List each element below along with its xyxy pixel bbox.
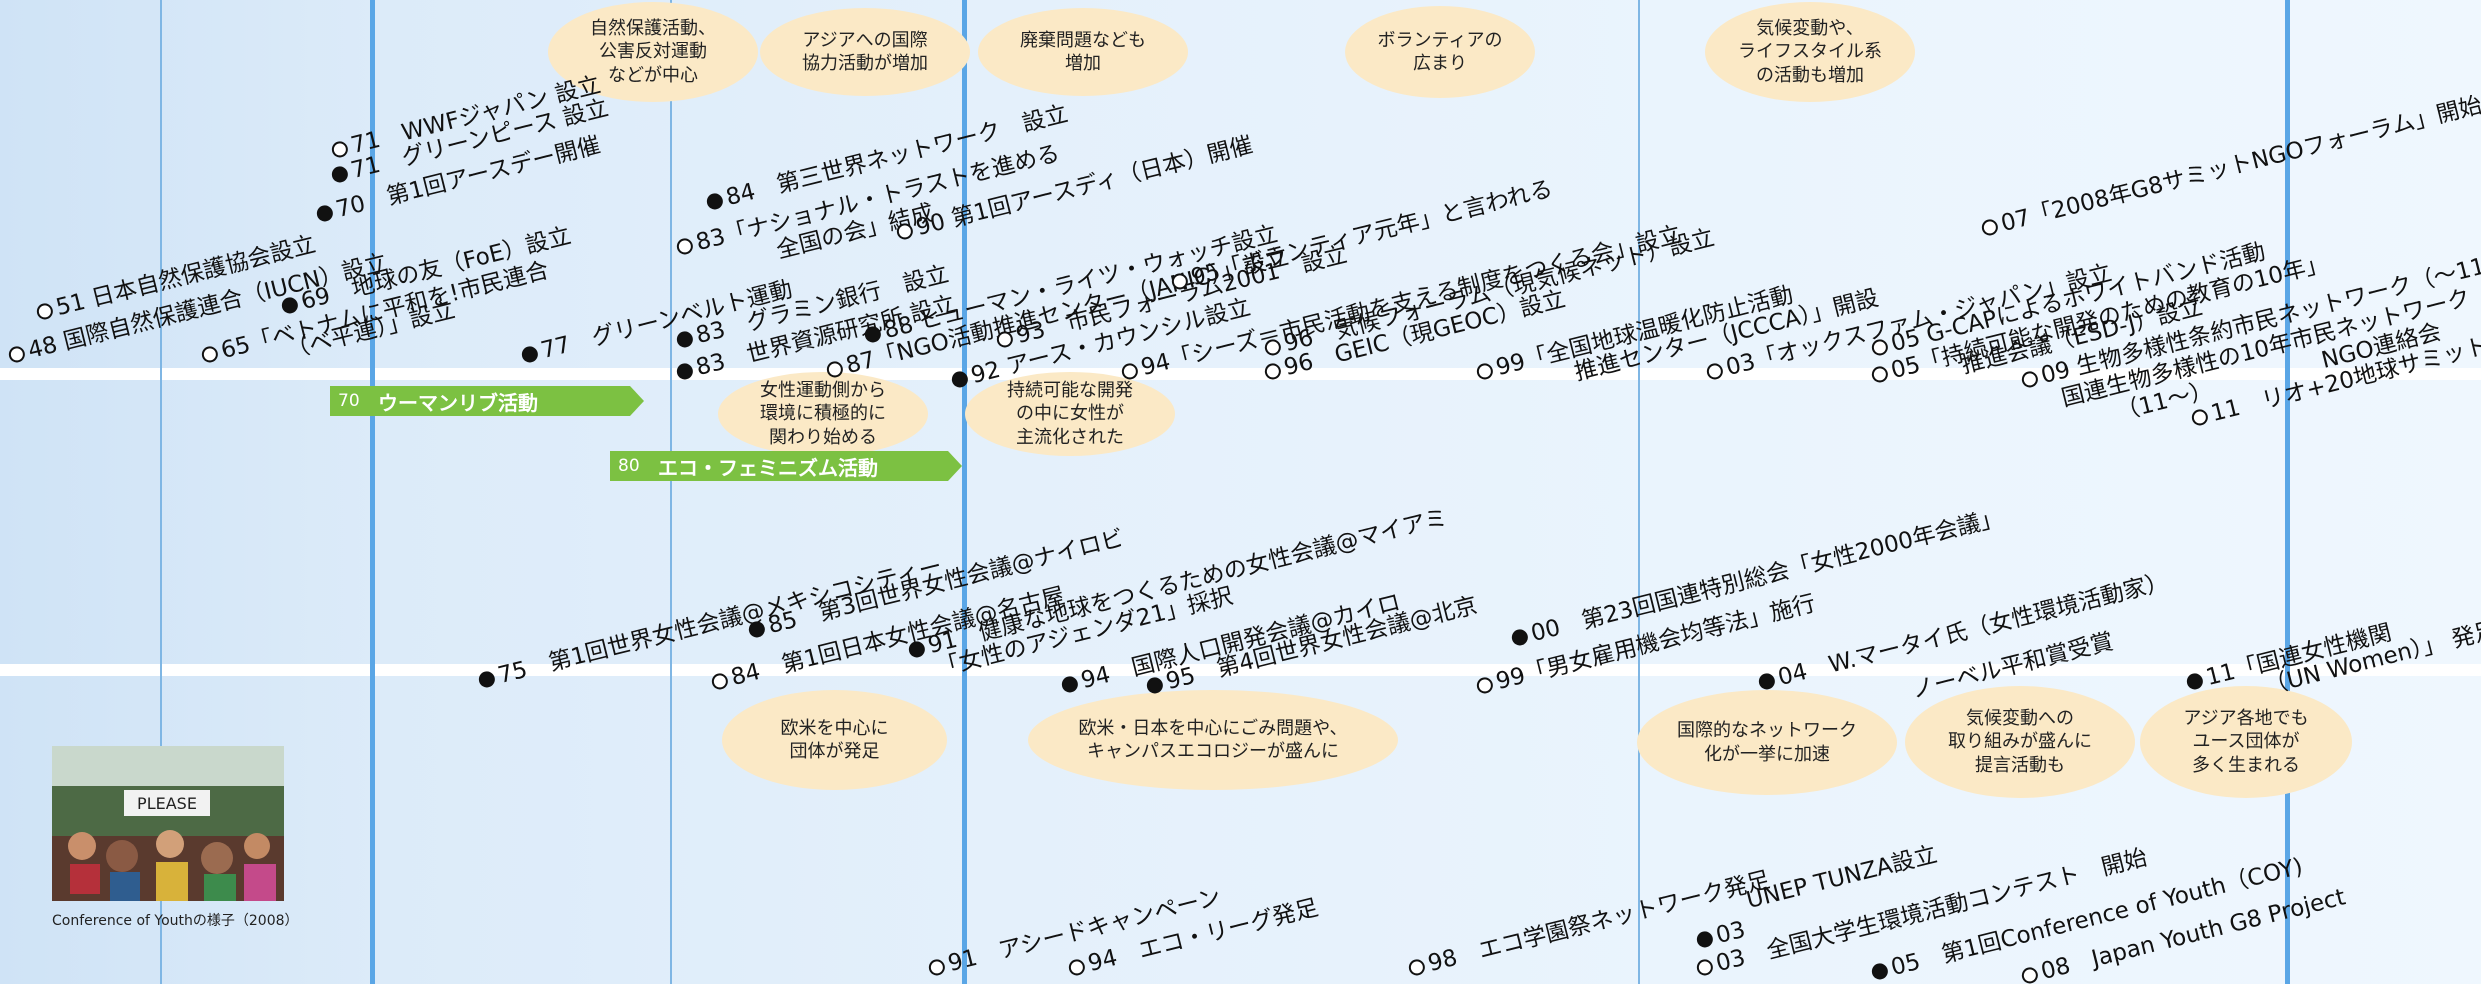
filled-dot-marker xyxy=(1060,674,1080,695)
era-bubble: 自然保護活動、 公害反対運動 などが中心 xyxy=(548,2,758,102)
open-dot-marker xyxy=(1263,361,1283,382)
filled-dot-marker xyxy=(280,295,300,316)
filled-dot-marker xyxy=(520,344,540,365)
arrow-year: 80 xyxy=(618,456,640,476)
filled-dot-marker xyxy=(330,164,350,185)
era-bubble: 欧米を中心に 団体が発足 xyxy=(722,690,947,790)
arrow-label: ウーマンリブ活動 xyxy=(378,390,538,415)
timeline-divider xyxy=(160,0,162,984)
era-bubble: 女性運動側から 環境に積極的に 関わり始める xyxy=(718,372,928,456)
era-bubble: アジア各地でも ユース団体が 多く生まれる xyxy=(2140,686,2352,798)
open-dot-marker xyxy=(2020,965,2040,984)
open-dot-marker xyxy=(710,671,730,692)
timeline-divider xyxy=(2285,0,2290,984)
filled-dot-marker xyxy=(675,329,695,350)
open-dot-marker xyxy=(1475,675,1495,696)
photo-caption: Conference of Youthの様子（2008） xyxy=(52,913,299,929)
open-dot-marker xyxy=(1475,361,1495,382)
open-dot-marker xyxy=(1870,337,1890,358)
open-dot-marker xyxy=(825,359,845,380)
open-dot-marker xyxy=(675,236,695,257)
filled-dot-marker xyxy=(1757,671,1777,692)
arrow-year: 70 xyxy=(338,391,360,411)
filled-dot-marker xyxy=(1145,675,1165,696)
filled-dot-marker xyxy=(2185,671,2205,692)
photo-sign-text: PLEASE xyxy=(137,794,197,813)
filled-dot-marker xyxy=(675,361,695,382)
timeline-divider xyxy=(670,0,672,984)
filled-dot-marker xyxy=(907,639,927,660)
divider-ngo-women xyxy=(0,368,2481,380)
timeline-divider xyxy=(370,0,375,984)
era-bubble: 欧米・日本を中心にごみ問題や、 キャンパスエコロジーが盛んに xyxy=(1028,690,1398,790)
open-dot-marker xyxy=(1695,957,1715,978)
open-dot-marker xyxy=(1870,364,1890,385)
open-dot-marker xyxy=(330,139,350,160)
filled-dot-marker xyxy=(705,191,725,212)
open-dot-marker xyxy=(995,329,1015,350)
timeline-divider xyxy=(1638,0,1640,984)
open-dot-marker xyxy=(35,301,55,322)
era-bubble: アジアへの国際 協力活動が増加 xyxy=(760,8,970,96)
open-dot-marker xyxy=(1407,957,1427,978)
open-dot-marker xyxy=(7,344,27,365)
era-bubble: 国際的なネットワーク 化が一挙に加速 xyxy=(1637,690,1897,795)
crowd-illustration: PLEASE xyxy=(52,746,284,901)
open-dot-marker xyxy=(1263,337,1283,358)
open-dot-marker xyxy=(1170,271,1190,292)
filled-dot-marker xyxy=(477,669,497,690)
divider-women-youth xyxy=(0,664,2481,676)
open-dot-marker xyxy=(927,957,947,978)
arrow-label: エコ・フェミニズム活動 xyxy=(658,455,878,480)
open-dot-marker xyxy=(2190,407,2210,428)
filled-dot-marker xyxy=(1510,627,1530,648)
filled-dot-marker xyxy=(950,369,970,390)
era-bubble: 持続可能な開発 の中に女性が 主流化された xyxy=(965,372,1175,456)
open-dot-marker xyxy=(1120,361,1140,382)
filled-dot-marker xyxy=(863,324,883,345)
movement-arrow: 70 ウーマンリブ活動 xyxy=(330,386,644,416)
open-dot-marker xyxy=(200,344,220,365)
open-dot-marker xyxy=(1705,361,1725,382)
filled-dot-marker xyxy=(1870,961,1890,982)
filled-dot-marker xyxy=(315,203,335,224)
filled-dot-marker xyxy=(1695,929,1715,950)
conference-photo: PLEASE xyxy=(52,746,284,901)
open-dot-marker xyxy=(2020,369,2040,390)
movement-arrow: 80 エコ・フェミニズム活動 xyxy=(610,451,962,481)
era-bubble: 気候変動や、 ライフスタイル系 の活動も増加 xyxy=(1705,2,1915,102)
filled-dot-marker xyxy=(747,619,767,640)
era-bubble: 気候変動への 取り組みが盛んに 提言活動も xyxy=(1905,686,2135,798)
timeline-divider xyxy=(962,0,967,984)
open-dot-marker xyxy=(1980,217,2000,238)
era-bubble: 廃棄問題なども 増加 xyxy=(978,8,1188,96)
era-bubble: ボランティアの 広まり xyxy=(1345,6,1535,98)
open-dot-marker xyxy=(895,221,915,242)
open-dot-marker xyxy=(1067,957,1087,978)
